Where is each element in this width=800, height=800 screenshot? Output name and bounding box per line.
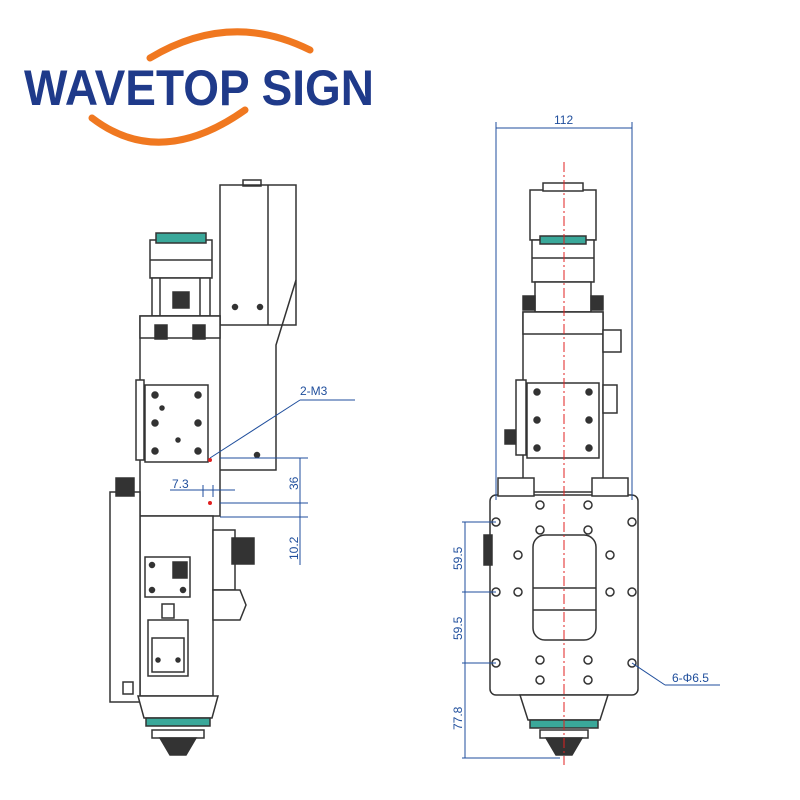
collimator-cap: [149, 239, 213, 279]
logo-arc-top: [146, 28, 314, 62]
dim-6-phi-6-5: 6-Φ6.5: [672, 671, 709, 685]
dim-59-5-lower: 59.5: [451, 616, 465, 640]
logo-arc-bottom: [88, 106, 249, 146]
dim-10-2: 10.2: [287, 536, 301, 560]
dim-77-8: 77.8: [451, 706, 465, 730]
motor-housing: [219, 184, 297, 326]
dim-112: 112: [554, 113, 573, 127]
dim-7-3: 7.3: [172, 477, 189, 491]
front-view: [483, 182, 639, 756]
brand-logo: WAVETOP SIGN: [24, 28, 374, 146]
side-nozzle: [137, 695, 219, 719]
side-view-markers: [208, 458, 212, 505]
side-view-dimensions: [170, 399, 355, 565]
dim-2-m3: 2-M3: [300, 384, 328, 398]
brand-name: WAVETOP SIGN: [24, 60, 374, 116]
dim-36: 36: [287, 476, 301, 490]
front-view-dimensions: [462, 122, 720, 759]
dim-59-5-upper: 59.5: [451, 546, 465, 570]
front-motor: [529, 189, 597, 241]
side-view: [109, 179, 297, 756]
